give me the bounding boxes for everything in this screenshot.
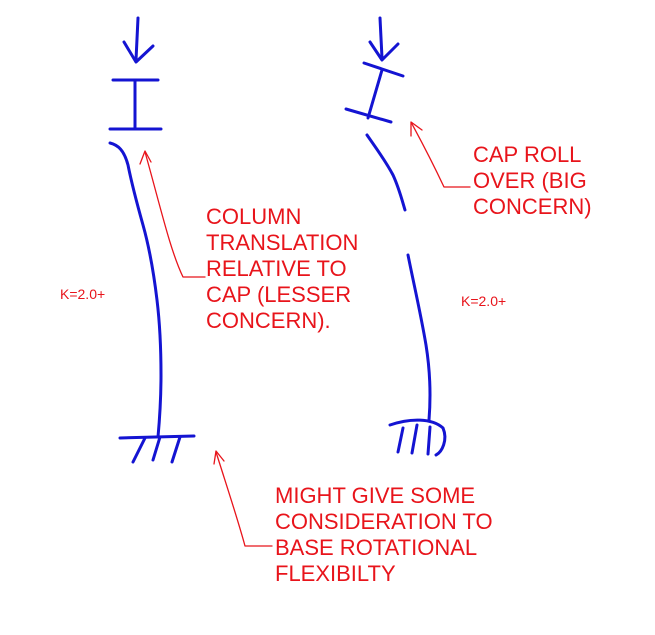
right-base-anchor-2 [410,423,419,455]
annotation-line: OVER (BIG [473,168,587,193]
annotation-line: CONCERN). [206,308,331,333]
left-base-anchor-2 [151,435,162,462]
annotation-line: BASE ROTATIONAL [275,535,478,560]
k-factor-right: K=2.0+ [461,293,507,309]
annotation-line: CONCERN) [473,194,592,219]
right-cap-web [366,68,384,120]
right-base-anchor-3 [426,425,432,456]
left-load-arrow-head [122,40,155,64]
right-column-curve-lower [406,253,432,422]
annotation-line: FLEXIBILTY [275,561,396,586]
annotation-cap-roll-over: CAP ROLL OVER (BIG CONCERN) [473,142,592,220]
leader-line-translation [144,151,206,278]
annotation-line: COLUMN [206,204,302,229]
right-load-arrow-shaft [378,16,384,60]
left-load-arrow-shaft [134,16,140,62]
annotation-line: RELATIVE TO [206,256,347,281]
annotation-column-translation: COLUMN TRANSLATION RELATIVE TO CAP (LESS… [206,204,358,334]
left-column-curve [108,141,163,439]
leader-arrowhead-base [213,450,225,465]
leader-line-base [215,451,273,547]
left-base-anchor-3 [170,435,182,464]
annotation-line: CAP (LESSER [206,282,352,307]
annotation-line: CONSIDERATION TO [275,509,493,534]
leader-arrowhead-rollover [410,121,423,137]
annotation-base-rotation: MIGHT GIVE SOME CONSIDERATION TO BASE RO… [275,483,493,587]
left-base-line [118,434,196,440]
annotation-line: TRANSLATION [206,230,359,255]
left-base-anchor-1 [131,436,147,464]
right-base-hook [388,418,447,457]
annotation-line: MIGHT GIVE SOME [275,483,476,508]
right-load-arrow-head [368,40,400,62]
leader-arrowhead-translation [139,150,152,165]
right-cap-bottom-flange [344,107,393,124]
leader-line-rollover [411,123,471,188]
k-factor-left: K=2.0+ [60,286,106,302]
right-column-curve-upper [365,133,407,212]
right-cap-top-flange [362,61,405,78]
right-base-anchor-1 [396,426,405,454]
annotation-line: CAP ROLL [473,142,582,167]
